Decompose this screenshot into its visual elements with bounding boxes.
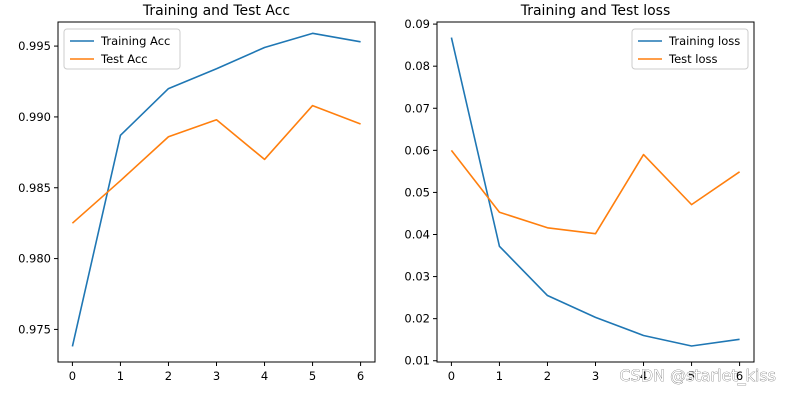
y-tick-label: 0.04 xyxy=(404,228,430,242)
chart-title: Training and Test Acc xyxy=(142,3,290,19)
y-tick-label: 0.03 xyxy=(404,270,430,284)
x-tick-label: 3 xyxy=(213,369,220,383)
series-line xyxy=(71,104,361,224)
y-tick-label: 0.09 xyxy=(404,17,430,31)
x-tick-label: 6 xyxy=(736,369,743,383)
x-tick-label: 0 xyxy=(69,369,76,383)
x-tick-label: 1 xyxy=(117,369,124,383)
loss-chart: Training and Test loss 0 1 2 3 4 5 6 0.01 0.02 0.… xyxy=(404,3,755,383)
axes-frame xyxy=(57,21,376,363)
legend-label: Test loss xyxy=(668,52,718,66)
x-tick-label: 2 xyxy=(165,369,172,383)
series-line xyxy=(71,32,361,347)
ticks-group: 0 1 2 3 4 5 6 0.01 0.02 0.03 0.04 0.05 0.06 0.07 0.08 0… xyxy=(404,17,743,383)
x-tick-label: 4 xyxy=(640,369,647,383)
x-tick-label: 5 xyxy=(309,369,316,383)
series-lines xyxy=(71,32,361,347)
series-lines xyxy=(450,37,741,347)
x-tick-label: 4 xyxy=(261,369,268,383)
series-line xyxy=(450,149,741,235)
y-tick-label: 0.01 xyxy=(404,354,430,368)
x-tick-label: 0 xyxy=(448,369,455,383)
x-tick-label: 6 xyxy=(357,369,364,383)
series-line xyxy=(450,37,740,347)
y-tick-label: 0.06 xyxy=(404,143,430,157)
y-tick-label: 0.02 xyxy=(404,312,430,326)
y-tick-label: 0.07 xyxy=(404,101,430,115)
x-tick-label: 2 xyxy=(544,369,551,383)
axes-frame xyxy=(436,21,755,363)
legend-label: Training Acc xyxy=(100,34,170,48)
y-tick-label: 0.980 xyxy=(18,252,51,266)
legend-label: Test Acc xyxy=(100,52,148,66)
y-tick-label: 0.08 xyxy=(404,59,430,73)
y-tick-label: 0.985 xyxy=(18,181,51,195)
ticks-group: 0 1 2 3 4 5 6 0.975 0.980 0.985 0.990 0.995 xyxy=(18,39,364,383)
chart-title: Training and Test loss xyxy=(520,3,671,19)
legend-label: Training loss xyxy=(668,34,740,48)
x-tick-label: 3 xyxy=(592,369,599,383)
y-tick-label: 0.05 xyxy=(404,185,430,199)
y-tick-label: 0.995 xyxy=(18,39,51,53)
watermark: CSDN @starlet_kiss xyxy=(619,366,776,386)
y-tick-label: 0.990 xyxy=(18,110,51,124)
y-tick-label: 0.975 xyxy=(18,322,51,336)
x-tick-label: 1 xyxy=(496,369,503,383)
x-tick-label: 5 xyxy=(688,369,695,383)
